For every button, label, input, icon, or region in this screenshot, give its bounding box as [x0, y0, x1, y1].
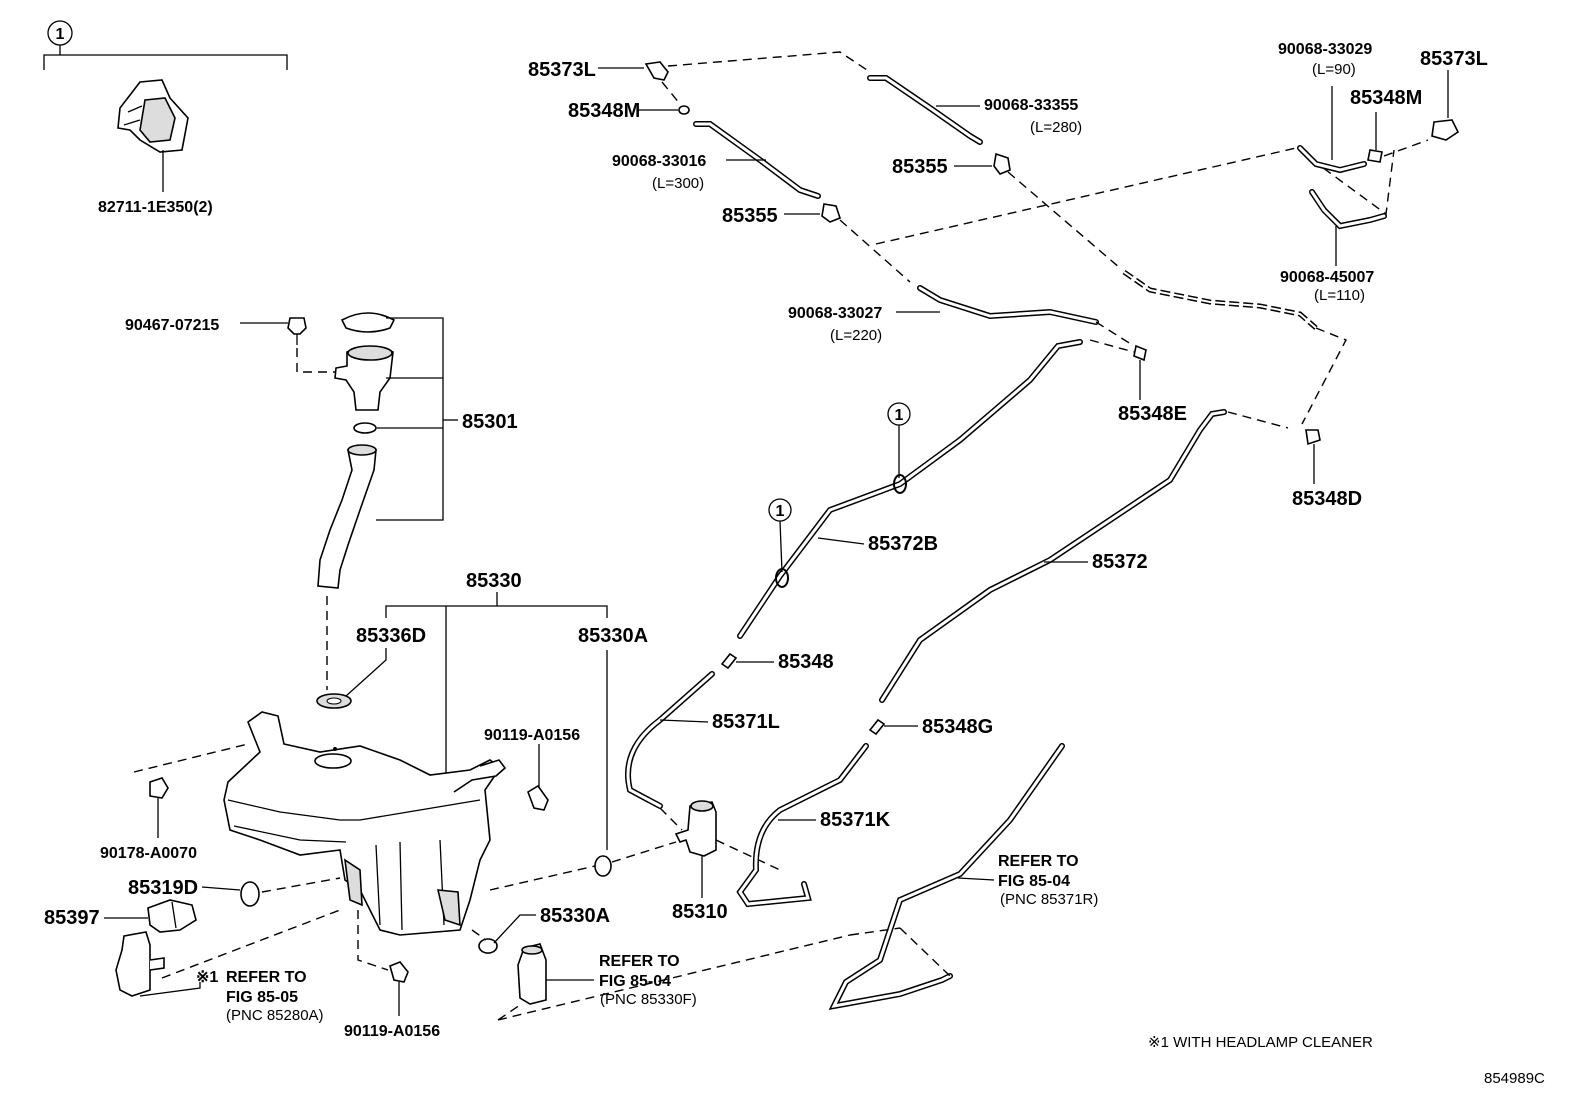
callout-85348G: 85348G — [922, 716, 993, 738]
callout-90467-07215: 90467-07215 — [125, 317, 219, 334]
joint-85348E: 85348E — [1118, 344, 1187, 425]
callout-90068-45007: 90068-45007 — [1280, 269, 1374, 286]
note-pnc: (PNC 85280A) — [226, 1007, 324, 1024]
refer-note-85-05: ※1 REFER TO FIG 85-05 (PNC 85280A) — [196, 969, 324, 1024]
callout-85397: 85397 — [44, 907, 100, 929]
tank-fasteners: 90178-A0070 90119-A0156 85319D 85397 901… — [44, 727, 851, 1040]
callout-85348: 85348 — [778, 651, 834, 673]
tee-85355-left: 85355 — [722, 147, 1395, 283]
callout-85348M-left: 85348M — [568, 100, 640, 122]
group-marker: 1 — [56, 26, 65, 43]
clip-marker: 1 — [776, 503, 785, 520]
joint-85348M-left: 85348M — [568, 100, 690, 122]
note-fig: FIG 85-04 — [599, 973, 671, 990]
hose-85372: 85372 — [879, 409, 1289, 703]
note-refer-to: REFER TO — [599, 953, 680, 970]
callout-90068-33029: 90068-33029 — [1278, 41, 1372, 58]
length-33016: (L=300) — [652, 175, 704, 192]
callout-90119-A0156-upper: 90119-A0156 — [484, 727, 580, 744]
washer-pump-85310: 85310 — [611, 800, 781, 923]
callout-85348E: 85348E — [1118, 403, 1187, 425]
callout-85330: 85330 — [466, 570, 522, 592]
refer-note-85-04-pump: REFER TO FIG 85-04 (PNC 85330F) — [599, 953, 697, 1008]
callout-85310: 85310 — [672, 901, 728, 923]
note-refer-to: REFER TO — [998, 853, 1079, 870]
length-33355: (L=280) — [1030, 119, 1082, 136]
joint-85348M-right: 85348M — [1350, 87, 1429, 163]
note-fig: FIG 85-05 — [226, 989, 298, 1006]
hose-85372B: 85372B 1 1 — [737, 339, 1083, 639]
note-pnc: (PNC 85330F) — [600, 991, 697, 1008]
tee-85355-mid: 85355 — [892, 152, 1121, 269]
callout-85330A-top: 85330A — [578, 625, 648, 647]
hose-33016: 90068-33016 (L=300) — [612, 121, 821, 199]
callout-85330A-low: 85330A — [540, 905, 610, 927]
note-fig: FIG 85-04 — [998, 873, 1070, 890]
callout-85319D: 85319D — [128, 877, 198, 899]
callout-85373L-left: 85373L — [528, 59, 596, 81]
callout-85371L: 85371L — [712, 711, 780, 733]
length-33027: (L=220) — [830, 327, 882, 344]
inlet-assembly: 90467-07215 85301 — [125, 312, 518, 690]
note-refer-to: REFER TO — [226, 969, 307, 986]
length-33029: (L=90) — [1312, 61, 1356, 78]
group-1-bracket: 1 — [43, 20, 288, 70]
hose-33027: 90068-33027 (L=220) — [788, 285, 1135, 353]
hose-long-dashed — [1122, 269, 1347, 425]
callout-85348D: 85348D — [1292, 488, 1362, 510]
hose-85371R — [828, 743, 1065, 1011]
callout-85373L-right: 85373L — [1420, 48, 1488, 70]
callout-85355-left: 85355 — [722, 205, 778, 227]
callout-85371K: 85371K — [820, 809, 891, 831]
tank-group: 85330 85336D 85330A — [316, 570, 648, 850]
washer-tank — [223, 711, 507, 936]
note-pnc: (PNC 85371R) — [1000, 891, 1098, 908]
callout-85348M-right: 85348M — [1350, 87, 1422, 109]
joint-85348D: 85348D — [1292, 429, 1362, 510]
callout-90068-33355: 90068-33355 — [984, 97, 1078, 114]
nozzle-85373L-right: 85373L — [1420, 48, 1488, 141]
clip-marker: 1 — [895, 407, 904, 424]
joint-85348: 85348 — [720, 651, 834, 673]
refer-note-85-04-hose: REFER TO FIG 85-04 (PNC 85371R) — [998, 853, 1098, 908]
callout-90178-A0070: 90178-A0070 — [100, 845, 197, 862]
length-45007: (L=110) — [1314, 287, 1365, 304]
callout-82711-1E350: 82711-1E350(2) — [98, 199, 213, 216]
hose-45007: 90068-45007 (L=110) — [1280, 189, 1387, 304]
nozzle-85373L-left: 85373L — [528, 51, 871, 105]
note-mark: ※1 — [196, 969, 218, 986]
callout-85355-mid: 85355 — [892, 156, 948, 178]
callout-85301: 85301 — [462, 411, 518, 433]
joint-85348G: 85348G — [868, 716, 993, 738]
hose-85371K: 85371K — [736, 743, 891, 908]
hose-85371L: 85371L — [625, 671, 780, 809]
hose-33029: 90068-33029 (L=90) — [1278, 41, 1372, 174]
figure-id: 854989C — [1484, 1070, 1545, 1087]
callout-85372B: 85372B — [868, 533, 938, 555]
clip-82711: 82711-1E350(2) — [98, 79, 213, 216]
footnote-headlamp-cleaner: ※1 WITH HEADLAMP CLEANER — [1148, 1034, 1373, 1051]
callout-90068-33016: 90068-33016 — [612, 153, 706, 170]
hose-33355: 90068-33355 (L=280) — [867, 75, 1082, 145]
callout-85372: 85372 — [1092, 551, 1148, 573]
callout-90119-A0156-lower: 90119-A0156 — [344, 1023, 440, 1040]
callout-90068-33027: 90068-33027 — [788, 305, 882, 322]
callout-85336D: 85336D — [356, 625, 426, 647]
